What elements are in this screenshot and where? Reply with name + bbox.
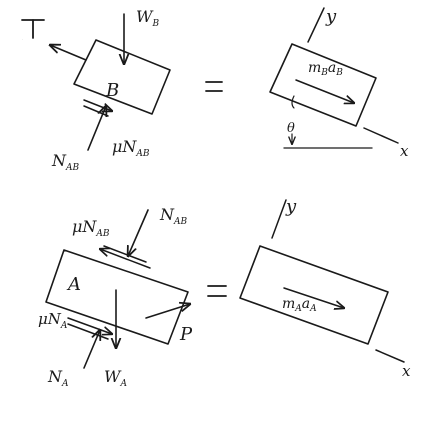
normal-ab-arrow xyxy=(87,106,106,151)
normal-ab-sub: AB xyxy=(65,163,79,173)
force-p-label: P xyxy=(179,324,193,345)
block-b-kinetic xyxy=(269,43,377,127)
friction-top-line xyxy=(103,245,147,263)
weight-b-label: WB xyxy=(136,7,159,29)
block-a xyxy=(45,249,189,345)
bottom-kinetic-diagram xyxy=(239,199,405,363)
weight-a-letter: W xyxy=(104,367,122,386)
friction-ground-line xyxy=(67,323,109,340)
inertia-b-a: a xyxy=(328,60,336,76)
friction-ground-letter: μN xyxy=(38,310,62,328)
inertia-a-a: a xyxy=(302,296,310,312)
normal-top-arrow xyxy=(128,209,149,256)
block-b xyxy=(73,39,171,115)
inertia-b-arrow xyxy=(295,79,354,103)
inertia-b-sub2: B xyxy=(335,68,343,78)
friction-ab-label: μNAB xyxy=(112,137,150,159)
friction-top-letter: μN xyxy=(72,217,97,236)
weight-b-sub: B xyxy=(151,19,159,29)
normal-top-sub: AB xyxy=(173,217,187,227)
y-axis-bottom-label: y xyxy=(285,196,297,217)
bottom-free-body-diagram xyxy=(45,209,190,369)
top-equals-sign xyxy=(205,81,223,92)
friction-ground-arrow xyxy=(67,317,112,334)
normal-ground-letter: N xyxy=(47,367,63,386)
normal-top-letter: N xyxy=(159,205,175,224)
top-free-body-diagram xyxy=(21,13,171,151)
tension-label: T xyxy=(22,39,23,41)
equals-text: = xyxy=(0,0,1,1)
friction-ab-sub: AB xyxy=(135,149,149,159)
inertia-a-sub2: A xyxy=(309,304,317,314)
y-axis-bottom xyxy=(271,199,287,239)
tension-arrow xyxy=(50,45,87,61)
y-axis-top xyxy=(307,7,325,43)
weight-a-label: WA xyxy=(104,367,127,389)
friction-ab-arrow xyxy=(83,99,112,111)
x-axis-top xyxy=(363,127,399,144)
normal-ab-label: NAB xyxy=(51,151,79,173)
block-a-label: A xyxy=(66,274,81,295)
bottom-equals-sign xyxy=(207,285,227,297)
friction-top-sub: AB xyxy=(95,229,109,239)
normal-ground-arrow xyxy=(83,330,100,369)
normal-ground-label: NA xyxy=(47,367,69,389)
inertia-b-m: m xyxy=(308,60,321,76)
y-axis-top-label: y xyxy=(325,6,337,27)
top-kinetic-diagram xyxy=(269,7,399,149)
inertia-b-label: mBaB xyxy=(308,60,343,78)
inertia-a-label: mAaA xyxy=(282,296,317,314)
x-axis-bottom-label: x xyxy=(402,362,411,380)
weight-a-sub: A xyxy=(119,379,127,389)
block-a-kinetic xyxy=(239,245,389,345)
friction-top-arrow xyxy=(100,249,151,269)
friction-top-label: μNAB xyxy=(72,217,110,239)
normal-ground-sub: A xyxy=(61,379,69,389)
angle-label: θ xyxy=(287,121,295,136)
x-axis-top-label: x xyxy=(400,142,409,160)
inertia-b-sub1: B xyxy=(320,68,328,78)
weight-b-letter: W xyxy=(136,7,154,26)
friction-ab-letter: μN xyxy=(112,137,137,156)
block-b-label: B xyxy=(105,80,119,101)
inertia-a-m: m xyxy=(282,296,295,312)
normal-ab-letter: N xyxy=(51,151,67,170)
inertia-a-arrow xyxy=(283,287,344,308)
x-axis-bottom xyxy=(375,349,405,363)
friction-ground-label: μNA xyxy=(38,310,68,331)
angle-arc xyxy=(291,95,295,109)
inertia-a-sub1: A xyxy=(294,304,302,314)
force-p-arrow xyxy=(145,304,190,319)
normal-top-label: NAB xyxy=(159,205,187,227)
friction-ground-sub: A xyxy=(60,321,68,331)
